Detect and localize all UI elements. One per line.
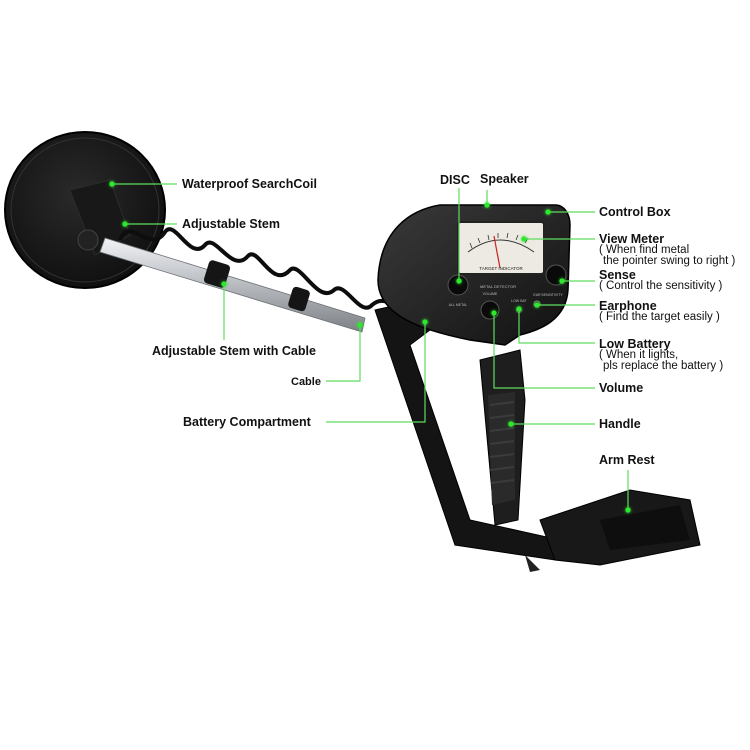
coiled-cable bbox=[118, 227, 397, 312]
leader-cable bbox=[326, 325, 361, 382]
label-adjustable-stem-with-cable: Adjustable Stem with Cable bbox=[152, 344, 316, 358]
leader-low-battery bbox=[518, 309, 595, 344]
handle-frame bbox=[374, 299, 561, 572]
label-handle: Handle bbox=[599, 417, 641, 431]
disc-knob-label: ALL METAL bbox=[449, 303, 468, 307]
led-label: LOW BAT bbox=[511, 299, 527, 303]
panel-title: METAL DETECTOR bbox=[480, 284, 516, 289]
label-cable: Cable bbox=[291, 376, 321, 388]
adjustable-stem bbox=[99, 237, 366, 333]
volume-knob-label: VOLUME bbox=[483, 292, 498, 296]
label-earphone: Earphone bbox=[599, 299, 657, 313]
low-battery-note-2: pls replace the battery ) bbox=[603, 360, 724, 372]
label-battery-compartment: Battery Compartment bbox=[183, 415, 311, 429]
label-waterproof-searchcoil: Waterproof SearchCoil bbox=[182, 177, 317, 191]
sense-note: ( Control the sensitivity ) bbox=[599, 280, 723, 292]
label-arm-rest: Arm Rest bbox=[599, 453, 655, 467]
label-low-battery: Low Battery bbox=[599, 337, 671, 351]
arm-rest bbox=[539, 489, 701, 566]
leader-volume bbox=[493, 313, 595, 389]
leader-lines bbox=[112, 183, 629, 510]
marker-dots bbox=[109, 181, 631, 513]
label-speaker: Speaker bbox=[480, 172, 529, 186]
low-battery-note-1: ( When it lights, bbox=[599, 349, 679, 361]
label-control-box: Control Box bbox=[599, 205, 671, 219]
meter-title: TARGET INDICATOR bbox=[479, 266, 523, 271]
view-meter-note-1: ( When find metal bbox=[599, 244, 690, 256]
label-adjustable-stem: Adjustable Stem bbox=[182, 217, 280, 231]
leader-battery bbox=[326, 322, 426, 423]
label-disc: DISC bbox=[440, 173, 470, 187]
sense-knob-label: SENSITIVITY bbox=[541, 293, 563, 297]
label-view-meter: View Meter bbox=[599, 232, 665, 246]
view-meter-note-2: the pointer swing to right ) bbox=[603, 255, 736, 267]
earphone-note: ( Find the target easily ) bbox=[599, 311, 720, 323]
label-sense: Sense bbox=[599, 268, 636, 282]
jack-label: EAR bbox=[533, 293, 541, 297]
label-volume: Volume bbox=[599, 381, 644, 395]
